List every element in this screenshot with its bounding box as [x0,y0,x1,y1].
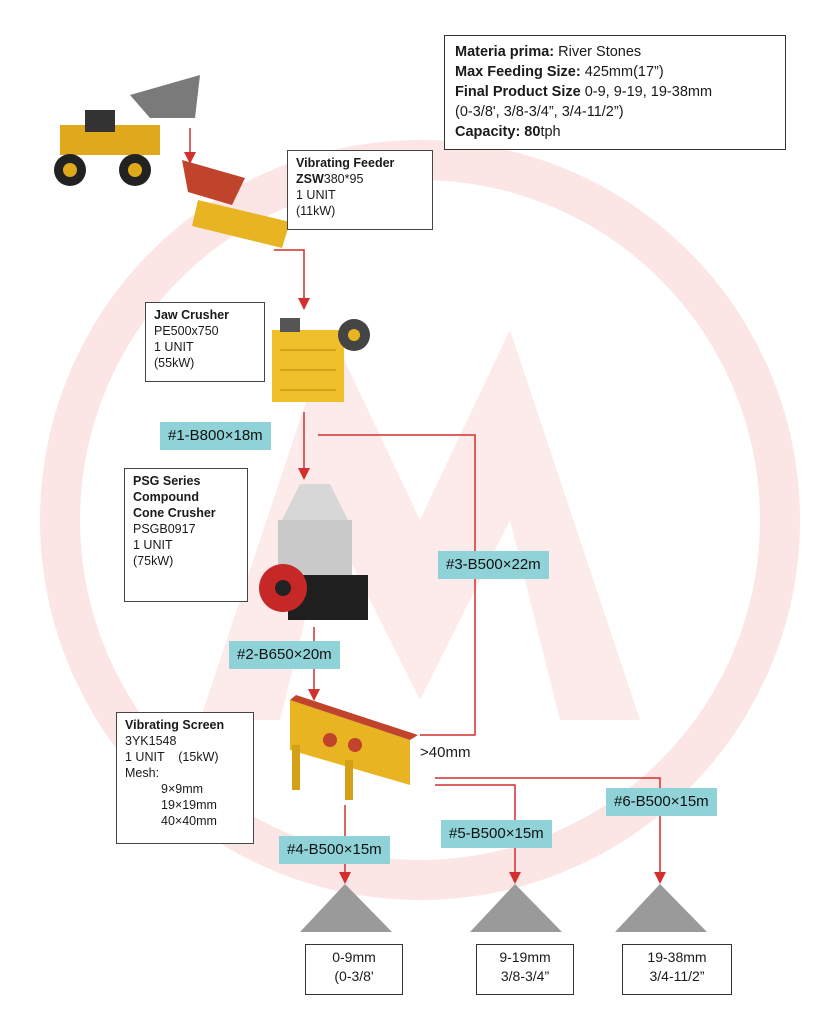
vibrating-feeder-icon [182,160,290,248]
feeder-info-box: Vibrating Feeder ZSW380*95 1 UNIT (11kW) [287,150,433,230]
vibrating-screen-icon [290,695,418,800]
belt-label-1: #1-B800×18m [160,422,271,450]
product-mm: 9-19mm [499,949,551,965]
feed-size-value: 425mm(17”) [580,64,664,80]
screen-title: Vibrating Screen [125,718,225,732]
oversize-label: >40mm [420,744,471,761]
belt-label-2: #2-B650×20m [229,641,340,669]
product-size-label: Final Product Size [455,84,581,100]
cone-crusher-info-box: PSG Series Compound Cone Crusher PSGB091… [124,468,248,602]
jaw-crusher-icon [272,318,370,402]
screen-mesh-label: Mesh: [125,766,160,780]
jaw-crusher-info-box: Jaw Crusher PE500x750 1 UNIT (55kW) [145,302,265,382]
feeder-model: 380*95 [323,172,364,186]
material-value: River Stones [554,44,642,60]
material-label: Materia prima: [455,44,555,60]
capacity-label: Capacity: [455,124,521,140]
belt-label-6: #6-B500×15m [606,788,717,816]
product-size-value: 0-9, 9-19, 19-38mm [580,84,713,100]
jaw-title: Jaw Crusher [154,308,230,322]
screen-mesh-1: 9×9mm [161,782,204,796]
product-mm: 0-9mm [332,949,376,965]
feeder-units: 1 UNIT [296,188,336,202]
product-inch: (0-3/8' [334,968,374,984]
cone-units: 1 UNIT [133,538,173,552]
belt-label-4: #4-B500×15m [279,836,390,864]
jaw-units: 1 UNIT [154,340,194,354]
feed-size-label: Max Feeding Size: [455,64,581,80]
screen-info-box: Vibrating Screen 3YK1548 1 UNIT (15kW) M… [116,712,254,844]
jaw-power: (55kW) [154,356,195,370]
screen-model: 3YK1548 [125,734,177,748]
coarse-product-arrow [435,777,666,884]
jaw-model: PE500x750 [154,324,219,338]
cone-model: PSGB0917 [133,522,196,536]
product-inch: 3/4-11/2” [649,968,705,984]
product-box-mid: 9-19mm 3/8-3/4” [476,944,574,995]
return-belt-line [318,434,476,736]
specs-box: Materia prima: River Stones Max Feeding … [444,35,786,150]
product-size-inch: (0-3/8', 3/8-3/4”, 3/4-11/2”) [455,104,624,120]
product-pile-icon [300,884,707,932]
product-inch: 3/8-3/4” [500,968,550,984]
cone-title-2: Compound [133,490,199,504]
screen-units-power: 1 UNIT (15kW) [125,750,219,764]
product-box-coarse: 19-38mm 3/4-11/2” [622,944,732,995]
feeder-model-prefix: ZSW [296,172,324,186]
wheel-loader-icon [54,75,200,186]
belt-label-3: #3-B500×22m [438,551,549,579]
cone-power: (75kW) [133,554,174,568]
capacity-unit: tph [540,124,561,140]
capacity-number: 80 [520,124,541,140]
cone-title-3: Cone Crusher [133,506,216,520]
screen-mesh-2: 19×19mm [161,798,217,812]
cone-title-1: PSG Series [133,474,201,488]
cone-crusher-icon [259,484,368,620]
feeder-power: (11kW) [296,204,336,218]
product-mm: 19-38mm [647,949,707,965]
feeder-title: Vibrating Feeder [296,156,395,170]
belt-label-5: #5-B500×15m [441,820,552,848]
screen-mesh-3: 40×40mm [161,814,217,828]
feeder-to-jaw-arrow [274,249,310,310]
product-box-fine: 0-9mm (0-3/8' [305,944,403,995]
